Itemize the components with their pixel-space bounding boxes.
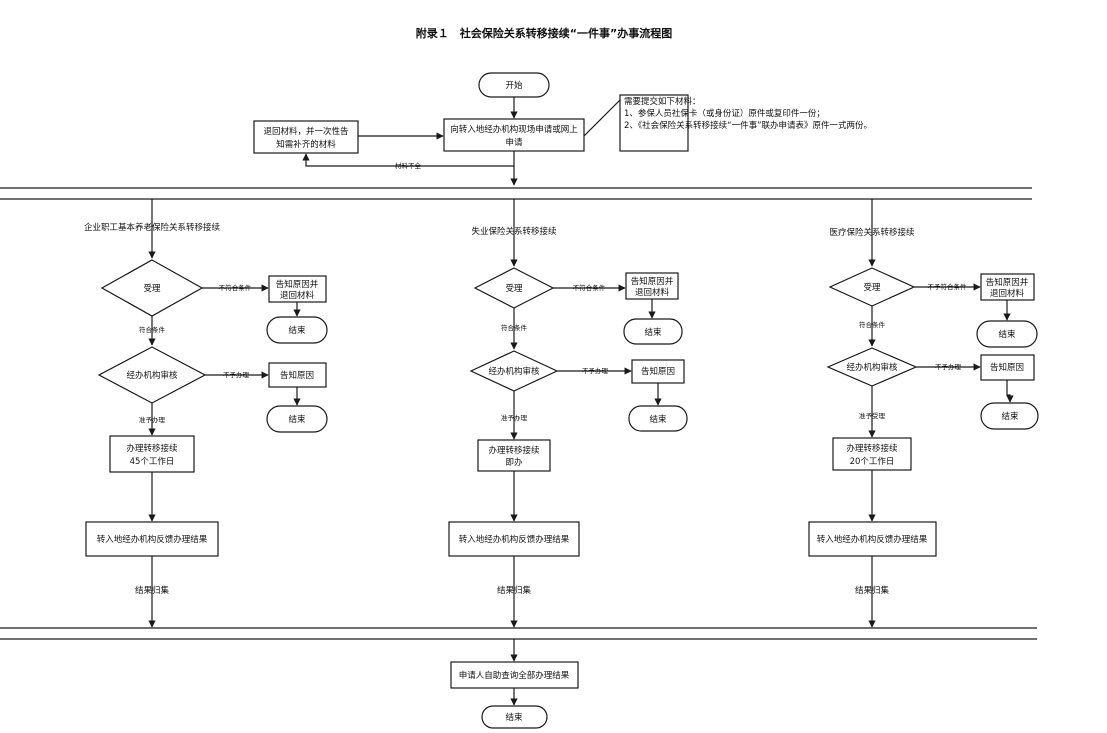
- feedback-box: [85, 521, 219, 557]
- end-label-2: 结束: [1001, 411, 1019, 422]
- process-box: [832, 437, 912, 471]
- accept-label: 受理: [143, 283, 161, 294]
- approve-label: 准予受理: [859, 411, 886, 420]
- return-label-2: 知需补齐的材料: [276, 139, 336, 150]
- process-label-2: 20个工作日: [850, 456, 895, 467]
- process-label-2: 即办: [505, 457, 523, 468]
- materials-line-3: 2、《社会保险关系转移接续“一件事”联办申请表》原件一式两份。: [624, 120, 872, 131]
- summary-label: 结果归集: [135, 585, 170, 596]
- not-meet-label: 不符合条件: [573, 283, 606, 292]
- reject-label-2: 退回材料: [280, 290, 315, 301]
- materials-line-1: 需要提交如下材料：: [624, 96, 701, 107]
- process-box: [109, 435, 195, 473]
- lane-title: 企业职工基本养老保险关系转移接续: [84, 222, 221, 233]
- not-handle-label: 不予办理: [935, 362, 962, 371]
- feedback-box: [808, 521, 937, 557]
- return-label-1: 退回材料，并一次性告: [263, 126, 348, 137]
- lane-unemployment: 失业保险关系转移接续 受理 不符合条件 告知原因并 退回材料 结束 符合条件 经…: [448, 199, 688, 628]
- end-label-1: 结束: [998, 329, 1016, 340]
- summary-label: 结果归集: [497, 585, 532, 596]
- process-box: [477, 439, 551, 472]
- start-label: 开始: [505, 80, 523, 91]
- process-label-1: 办理转移接续: [488, 445, 540, 456]
- lane-title: 失业保险关系转移接续: [471, 226, 557, 237]
- feedback-label: 转入地经办机构反馈办理结果: [817, 534, 928, 545]
- not-meet-label: 不符合条件: [219, 283, 252, 292]
- meet-label: 符合条件: [501, 323, 528, 332]
- summary-label: 结果归集: [855, 585, 890, 596]
- end-node-2: [980, 402, 1039, 430]
- return-materials-box: [253, 120, 359, 154]
- reject-label-1: 告知原因并: [986, 277, 1029, 288]
- end-label-2: 结束: [288, 414, 306, 425]
- final-end-node: [481, 705, 548, 729]
- reject-box: [625, 272, 679, 300]
- apply-label-1: 向转入地经办机构现场申请或网上: [450, 124, 578, 135]
- process-label-1: 办理转移接续: [126, 443, 178, 454]
- end-node-2: [628, 405, 688, 432]
- apply-label-2: 申请: [505, 137, 523, 148]
- accept-label: 受理: [863, 282, 881, 293]
- feedback-label: 转入地经办机构反馈办理结果: [459, 534, 570, 545]
- approve-label: 准予办理: [139, 415, 166, 424]
- not-handle-label: 不予办理: [223, 370, 250, 379]
- page-title: 附录１ 社会保险关系转移接续“一件事”办事流程图: [416, 26, 672, 40]
- reject-label-1: 告知原因并: [276, 279, 319, 290]
- end-node-1: [266, 316, 328, 344]
- lane-pension: 企业职工基本养老保险关系转移接续 受理 不符合条件 告知原因并 退回材料 结束 …: [84, 199, 328, 628]
- end-label-2: 结束: [649, 414, 667, 425]
- process-label-2: 45个工作日: [130, 456, 175, 467]
- reject-label-2: 退回材料: [635, 287, 670, 298]
- lane-medical: 医疗保险关系转移接续 受理 不予符合条件 告知原因并 退回材料 结束 符合条件 …: [808, 199, 1039, 628]
- end-label-1: 结束: [644, 327, 662, 338]
- feedback-label: 转入地经办机构反馈办理结果: [97, 534, 208, 545]
- accept-label: 受理: [505, 283, 523, 294]
- reject-label-1: 告知原因并: [631, 276, 674, 287]
- inform-box: [980, 354, 1035, 381]
- review-label: 经办机构审核: [846, 362, 898, 373]
- incomplete-label: 材料不全: [395, 161, 422, 170]
- apply-box: [443, 118, 585, 152]
- end-label-1: 结束: [288, 325, 306, 336]
- reject-box: [980, 273, 1035, 301]
- end-node-1: [976, 320, 1038, 348]
- query-label: 申请人自助查询全部办理结果: [459, 670, 570, 681]
- reject-box: [268, 275, 327, 303]
- feedback-box: [448, 521, 580, 557]
- meet-label: 符合条件: [139, 325, 166, 334]
- review-label: 经办机构审核: [126, 370, 178, 381]
- inform-label: 告知原因: [280, 370, 314, 381]
- lane-title: 医疗保险关系转移接续: [829, 227, 915, 238]
- inform-label: 告知原因: [641, 366, 675, 377]
- not-handle-label: 不予办理: [582, 366, 609, 375]
- materials-line-2: 1、参保人员社保卡（或身份证）原件或复印件一份；: [624, 108, 825, 119]
- end-node-1: [623, 318, 683, 345]
- end-node-2: [266, 405, 328, 433]
- not-meet-label: 不予符合条件: [928, 282, 968, 291]
- inform-label: 告知原因: [990, 362, 1024, 373]
- final-end-label: 结束: [505, 712, 523, 723]
- approve-label: 准予办理: [501, 413, 528, 422]
- materials-note: [619, 94, 689, 152]
- review-label: 经办机构审核: [488, 366, 540, 377]
- meet-label: 符合条件: [859, 320, 886, 329]
- inform-box: [268, 362, 327, 388]
- reject-label-2: 退回材料: [990, 288, 1025, 299]
- process-label-1: 办理转移接续: [846, 443, 898, 454]
- query-box: [450, 661, 579, 689]
